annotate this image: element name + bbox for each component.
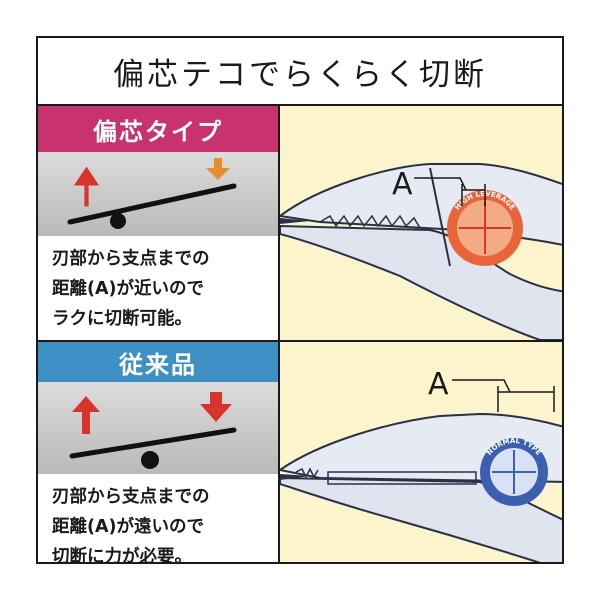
pliers-jaw-lower — [280, 224, 562, 340]
normal-pliers-illustration: NORMAL TYPE A — [278, 342, 562, 562]
jaw-tip — [280, 218, 310, 224]
down-arrow-icon — [206, 158, 230, 180]
normal-type-panel: 従来品 刃部から支点までの 距離(A)が遠いので 切断に力が必要。 — [38, 340, 562, 564]
desc-line: 刃部から支点までの — [52, 249, 210, 269]
offset-type-panel: 偏芯タイプ 刃部から支点までの 距離(A)が近いので ラクに切断可能。 — [38, 106, 562, 340]
desc-line: 距離(A)が近いので — [52, 279, 205, 299]
cutting-edge-line — [429, 167, 451, 267]
dimension-leader — [452, 379, 511, 393]
up-arrow-icon — [72, 396, 100, 434]
offset-pliers-illustration: HIGH LEVERAGE A — [278, 106, 562, 340]
dimension-leader — [414, 177, 467, 191]
fulcrum-dot — [141, 451, 159, 469]
dimension-label-a: A — [428, 367, 449, 402]
pliers-drawing: NORMAL TYPE A — [280, 367, 562, 562]
dimension-label-a: A — [392, 167, 413, 202]
normal-lever-scene — [38, 382, 278, 474]
offset-lever-scene — [38, 152, 278, 236]
pliers-drawing: HIGH LEVERAGE A — [280, 163, 562, 340]
page-title: 偏芯テコでらくらく切断 — [38, 38, 562, 106]
fulcrum-dot — [110, 213, 126, 229]
down-arrow-icon — [200, 392, 232, 422]
offset-type-info: 偏芯タイプ 刃部から支点までの 距離(A)が近いので ラクに切断可能。 — [38, 106, 278, 340]
desc-line: ラクに切断可能。 — [52, 309, 192, 329]
jaw-tip — [280, 474, 310, 480]
desc-line: 距離(A)が遠いので — [52, 517, 205, 537]
lever-bar — [69, 427, 237, 459]
lever-diagram — [69, 392, 237, 469]
offset-type-heading: 偏芯タイプ — [38, 106, 278, 152]
normal-type-info: 従来品 刃部から支点までの 距離(A)が遠いので 切断に力が必要。 — [38, 342, 278, 564]
offset-description: 刃部から支点までの 距離(A)が近いので ラクに切断可能。 — [52, 244, 274, 334]
cutting-edge-slot — [327, 471, 477, 485]
normal-description: 刃部から支点までの 距離(A)が遠いので 切断に力が必要。 — [52, 482, 274, 564]
normal-type-heading: 従来品 — [38, 342, 278, 382]
gripping-teeth — [295, 467, 319, 479]
lever-diagram — [67, 158, 237, 229]
gripping-teeth — [319, 214, 421, 229]
desc-line: 切断に力が必要。 — [52, 547, 192, 564]
comparison-card: 偏芯テコでらくらく切断 偏芯タイプ 刃部から支点までの 距離(A)が近いので ラ… — [36, 36, 564, 564]
desc-line: 刃部から支点までの — [52, 487, 210, 507]
lever-bar — [67, 183, 237, 225]
up-arrow-icon — [73, 166, 100, 207]
